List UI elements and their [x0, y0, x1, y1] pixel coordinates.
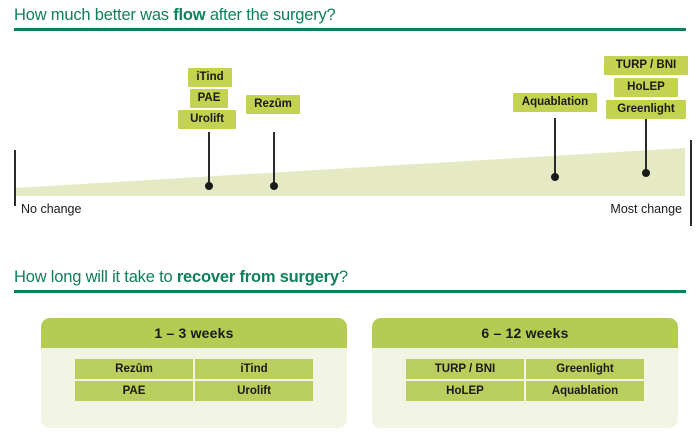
leader-line [554, 118, 556, 177]
flow-section-heading: How much better was flow after the surge… [14, 6, 686, 31]
recovery-procedure-cell[interactable]: Greenlight [526, 359, 644, 379]
heading-prefix: How much better was [14, 6, 174, 24]
recovery-section-heading: How long will it take to recover from su… [14, 268, 686, 293]
axis-label-no-change: No change [21, 202, 82, 216]
data-point-marker[interactable] [205, 182, 213, 190]
procedure-label-chip[interactable]: TURP / BNI [604, 56, 688, 75]
data-point-marker[interactable] [551, 173, 559, 181]
recovery-procedure-cell[interactable]: HoLEP [406, 381, 524, 401]
recovery-heading-emphasis: recover from surgery [176, 268, 339, 286]
data-point-marker[interactable] [270, 182, 278, 190]
data-point-marker[interactable] [642, 169, 650, 177]
recovery-card-header: 1 – 3 weeks [41, 318, 347, 348]
heading-emphasis: flow [173, 6, 206, 24]
recovery-card-header: 6 – 12 weeks [372, 318, 678, 348]
heading-underline [14, 28, 686, 31]
recovery-title: How long will it take to recover from su… [14, 268, 686, 287]
leader-line [208, 132, 210, 186]
recovery-heading-prefix: How long will it take to [14, 268, 177, 286]
ramp-wedge [15, 148, 685, 196]
recovery-heading-underline [14, 290, 686, 293]
recovery-procedure-cell[interactable]: Rezūm [75, 359, 193, 379]
procedure-label-chip[interactable]: Aquablation [513, 93, 597, 112]
procedure-label-chip[interactable]: iTind [188, 68, 232, 87]
recovery-procedure-cell[interactable]: TURP / BNI [406, 359, 524, 379]
leader-line [645, 118, 647, 173]
recovery-procedure-cell[interactable]: PAE [75, 381, 193, 401]
axis-tick-right [690, 140, 692, 226]
recovery-procedure-cell[interactable]: Urolift [195, 381, 313, 401]
leader-line [273, 132, 275, 186]
recovery-procedure-cell[interactable]: iTind [195, 359, 313, 379]
heading-suffix: after the surgery? [205, 6, 336, 24]
recovery-procedure-cell[interactable]: Aquablation [526, 381, 644, 401]
page-title: How much better was flow after the surge… [14, 6, 686, 25]
procedure-label-chip[interactable]: Greenlight [606, 100, 686, 119]
procedure-label-chip[interactable]: PAE [190, 89, 228, 108]
procedure-label-chip[interactable]: HoLEP [614, 78, 678, 97]
procedure-label-chip[interactable]: Rezūm [246, 95, 300, 114]
axis-label-most-change: Most change [610, 202, 682, 216]
procedure-label-chip[interactable]: Urolift [178, 110, 236, 129]
axis-tick-left [14, 150, 16, 206]
recovery-heading-suffix: ? [338, 268, 348, 286]
